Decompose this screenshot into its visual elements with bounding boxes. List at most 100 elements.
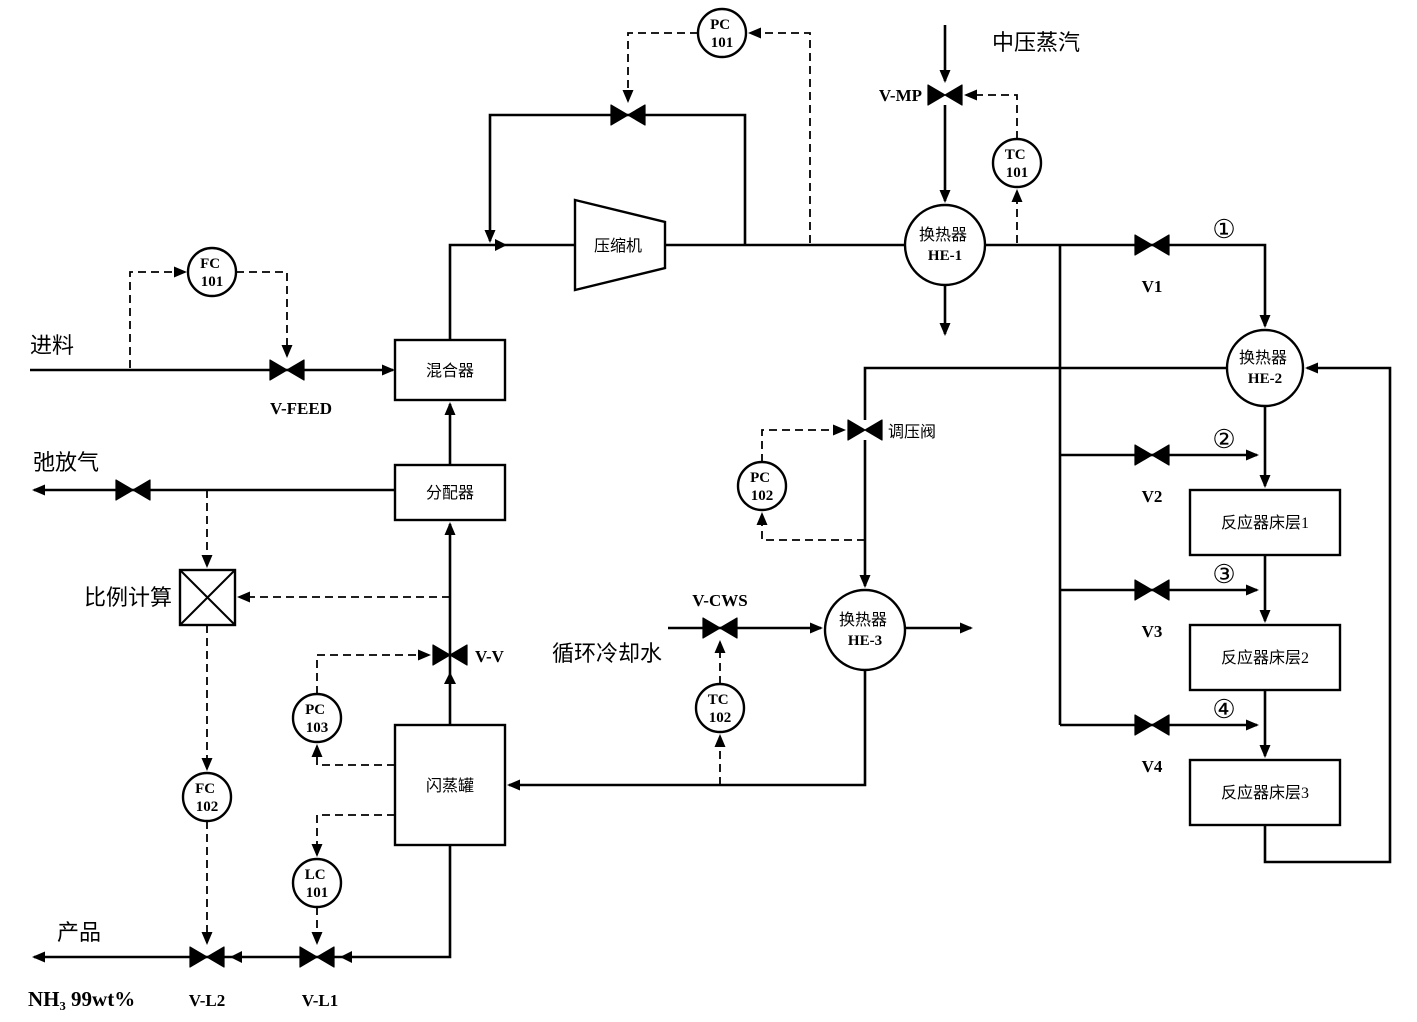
reactor-bed-2: 反应器床层2 bbox=[1188, 623, 1342, 692]
purge-gas-label: 弛放气 bbox=[33, 450, 99, 475]
valve-v-mp bbox=[927, 84, 963, 106]
valve-regulator bbox=[847, 419, 883, 441]
pipe-bed3-to-he2 bbox=[1263, 362, 1392, 864]
stream-number-2: ② bbox=[1212, 425, 1235, 454]
controller-pc101: PC 101 bbox=[696, 7, 748, 59]
distributor: 分配器 bbox=[393, 463, 507, 522]
heat-exchanger-he2: 换热器 HE-2 bbox=[1225, 328, 1305, 408]
mixer-label: 混合器 bbox=[426, 362, 474, 380]
pc103-circle bbox=[291, 692, 343, 744]
lc101-circle bbox=[291, 857, 343, 909]
reactor-bed-1: 反应器床层1 bbox=[1188, 488, 1342, 557]
pc103-label: PC 103 bbox=[305, 702, 329, 736]
valve-v4 bbox=[1134, 714, 1170, 736]
flow-arrow-compressor-inlet bbox=[495, 239, 507, 251]
controller-pc102: PC 102 bbox=[736, 460, 788, 512]
controller-lc101: LC 101 bbox=[291, 857, 343, 909]
he1-body bbox=[903, 203, 987, 287]
controller-tc102: TC 102 bbox=[694, 682, 746, 734]
compressor: 压缩机 bbox=[573, 198, 667, 292]
v3-tag: V3 bbox=[1142, 622, 1163, 641]
v-cws-tag: V-CWS bbox=[692, 591, 747, 610]
feed-label: 进料 bbox=[30, 333, 74, 358]
pc101-label: PC 101 bbox=[710, 17, 734, 51]
controller-tc101: TC 101 bbox=[991, 137, 1043, 189]
distributor-label: 分配器 bbox=[426, 484, 474, 502]
signal-pc101-to-spill-valve bbox=[622, 32, 698, 103]
distributor-body bbox=[393, 463, 507, 522]
ratio-calculator-cross bbox=[179, 569, 236, 626]
valve-v-feed bbox=[269, 359, 305, 381]
controller-fc101: FC 101 bbox=[186, 246, 238, 298]
reactor-bed2-label: 反应器床层2 bbox=[1221, 648, 1309, 667]
mixer: 混合器 bbox=[393, 338, 507, 402]
reactor-bed-3: 反应器床层3 bbox=[1188, 758, 1342, 827]
pipe-mixer-to-compressor bbox=[448, 243, 575, 340]
valve-v-l2 bbox=[189, 946, 225, 968]
product-label: 产品 bbox=[57, 920, 101, 945]
he2-body bbox=[1225, 328, 1305, 408]
mixer-body bbox=[393, 338, 507, 402]
reactor-bed2-body bbox=[1188, 623, 1342, 692]
heat-exchanger-he3: 换热器 HE-3 bbox=[823, 588, 907, 672]
pipe-he3-to-flash bbox=[507, 670, 867, 791]
he3-body bbox=[823, 588, 907, 672]
stream-number-4: ④ bbox=[1212, 695, 1235, 724]
v4-tag: V4 bbox=[1142, 757, 1163, 776]
lc101-label: LC 101 bbox=[305, 867, 330, 901]
pc102-circle bbox=[736, 460, 788, 512]
signal-flash-to-pc103 bbox=[311, 744, 395, 766]
controller-pc103: PC 103 bbox=[291, 692, 343, 744]
v-v-tag: V-V bbox=[475, 647, 505, 666]
fc102-circle bbox=[181, 771, 233, 823]
signal-discharge-to-pc101 bbox=[748, 27, 811, 243]
pc102-label: PC 102 bbox=[750, 470, 774, 504]
v-l1-tag: V-L1 bbox=[302, 991, 339, 1010]
v2-tag: V2 bbox=[1142, 487, 1163, 506]
signal-pc103-to-vv bbox=[316, 649, 431, 694]
fc101-circle bbox=[186, 246, 238, 298]
flash-tank-label: 闪蒸罐 bbox=[426, 777, 474, 795]
valve-v-cws bbox=[702, 617, 738, 639]
pipe-product bbox=[32, 845, 452, 963]
stream-number-3: ③ bbox=[1212, 560, 1235, 589]
valve-v-l1 bbox=[299, 946, 335, 968]
reactor-bed1-body bbox=[1188, 488, 1342, 557]
reactor-bed3-body bbox=[1188, 758, 1342, 827]
flow-arrow-product-2 bbox=[230, 951, 242, 963]
v-feed-tag: V-FEED bbox=[270, 399, 332, 418]
regulator-tag: 调压阀 bbox=[888, 423, 936, 441]
signal-he3-inlet-to-pc102 bbox=[756, 512, 865, 541]
mp-steam-label: 中压蒸汽 bbox=[992, 30, 1080, 55]
pipe-he2-to-regulator bbox=[863, 366, 1227, 420]
flash-tank: 闪蒸罐 bbox=[393, 723, 507, 847]
valve-v1 bbox=[1134, 234, 1170, 256]
fc102-label: FC 102 bbox=[195, 781, 219, 815]
product-spec-label: NH₃ 99wt% bbox=[28, 987, 135, 1011]
valve-purge bbox=[115, 479, 151, 501]
tc102-label: TC 102 bbox=[708, 692, 733, 726]
signal-tc101-to-vmp bbox=[964, 89, 1018, 139]
cooling-water-label: 循环冷却水 bbox=[552, 641, 662, 666]
reactor-bed1-label: 反应器床层1 bbox=[1221, 513, 1309, 532]
valve-v-v bbox=[432, 644, 468, 666]
ratio-calculator-label: 比例计算 bbox=[84, 585, 172, 610]
signal-flash-to-lc101 bbox=[311, 814, 395, 857]
pipe-he1-to-he2 bbox=[985, 243, 1271, 328]
valve-v2 bbox=[1134, 444, 1170, 466]
he1-label: 换热器 HE-1 bbox=[919, 226, 971, 264]
he2-label: 换热器 HE-2 bbox=[1239, 349, 1291, 387]
flash-tank-body bbox=[393, 723, 507, 847]
valve-v3 bbox=[1134, 579, 1170, 601]
stream-number-1: ① bbox=[1212, 215, 1235, 244]
controller-fc102: FC 102 bbox=[181, 771, 233, 823]
signal-fc101-to-vfeed bbox=[236, 271, 293, 358]
heat-exchanger-he1: 换热器 HE-1 bbox=[903, 203, 987, 287]
flow-arrow-recycle-up bbox=[444, 672, 456, 684]
v-l2-tag: V-L2 bbox=[189, 991, 226, 1010]
signal-pc102-to-regulator bbox=[761, 424, 846, 462]
valve-recycle-spill bbox=[610, 104, 646, 126]
tc101-circle bbox=[991, 137, 1043, 189]
tc102-circle bbox=[694, 682, 746, 734]
